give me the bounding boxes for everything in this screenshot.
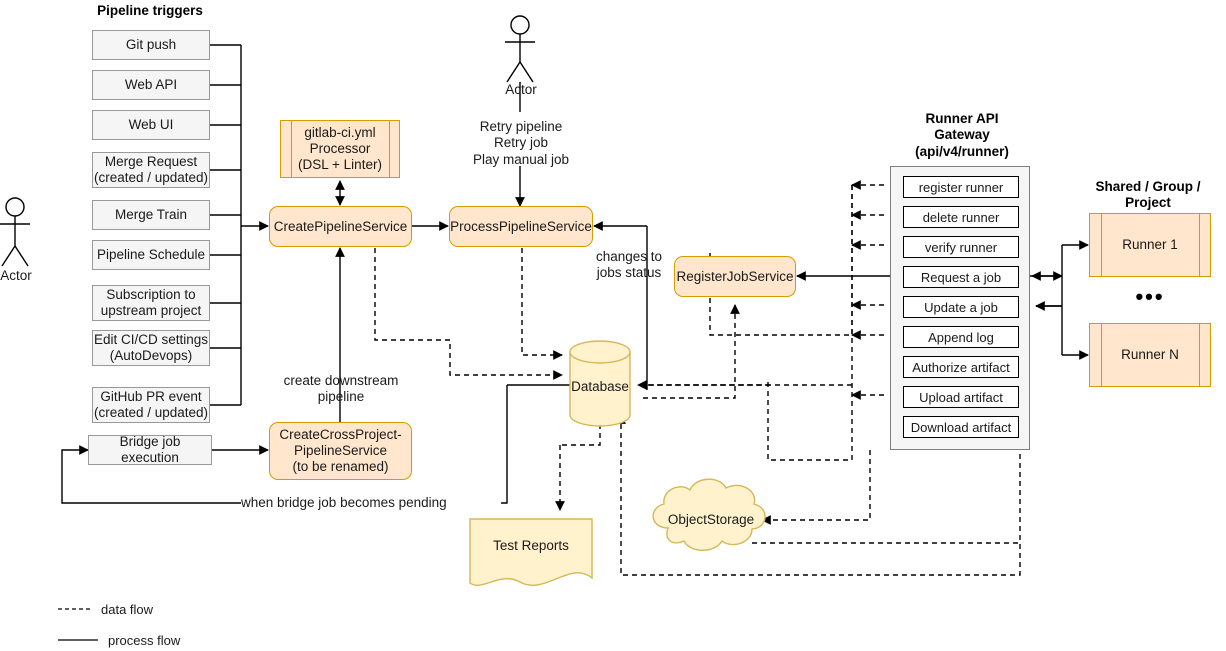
endpoint-upload-artifact[interactable]: Upload artifact (903, 386, 1019, 408)
endpoint-download-artifact[interactable]: Download artifact (903, 416, 1019, 438)
trigger-bridge-job-execution[interactable]: Bridge job execution (88, 434, 212, 465)
runner-1-label: Runner 1 (1122, 236, 1178, 252)
runner-n[interactable]: Runner N (1089, 323, 1211, 387)
component-bar-left (291, 121, 292, 177)
create-pipeline-service-label: CreatePipelineService (273, 218, 408, 234)
trigger-edit-cicd-settings[interactable]: Edit CI/CD settings (AutoDevops) (92, 330, 210, 366)
trigger-web-ui[interactable]: Web UI (92, 110, 210, 140)
endpoint-label: verify runner (924, 239, 998, 255)
component-bar-right (1199, 324, 1200, 386)
trigger-pipeline-schedule[interactable]: Pipeline Schedule (92, 240, 210, 270)
trigger-git-push[interactable]: Git push (92, 30, 210, 60)
process-pipeline-service-label: ProcessPipelineService (450, 218, 592, 234)
component-bar-left (1101, 324, 1102, 386)
component-bar-left (1101, 214, 1102, 276)
trigger-label: Merge Request (created / updated) (93, 154, 209, 185)
endpoint-register-runner[interactable]: register runner (903, 176, 1019, 198)
trigger-github-pr-event[interactable]: GitHub PR event (created / updated) (92, 387, 210, 423)
endpoint-request-a-job[interactable]: Request a job (903, 266, 1019, 288)
endpoint-update-a-job[interactable]: Update a job (903, 296, 1019, 318)
changes-to-jobs-status-label: changes to jobs status (595, 249, 663, 281)
component-bar-right (1199, 214, 1200, 276)
when-bridge-job-pending-label: when bridge job becomes pending (241, 495, 501, 512)
trigger-merge-request[interactable]: Merge Request (created / updated) (92, 152, 210, 188)
actor-top-label: Actor (505, 82, 537, 97)
endpoint-delete-runner[interactable]: delete runner (903, 206, 1019, 228)
endpoint-label: Update a job (924, 299, 998, 315)
database-label: Database (571, 379, 629, 394)
runner-api-gateway-panel: register runner delete runner verify run… (890, 166, 1030, 450)
endpoint-label: delete runner (922, 209, 1000, 225)
create-cross-project-pipeline-service[interactable]: CreateCrossProject- PipelineService (to … (269, 422, 412, 480)
create-downstream-pipeline-label: create downstream pipeline (283, 373, 399, 405)
trigger-label: Edit CI/CD settings (AutoDevops) (93, 332, 209, 363)
gitlab-ci-yml-processor[interactable]: gitlab-ci.yml Processor (DSL + Linter) (280, 120, 400, 178)
runner-api-gateway-title: Runner API Gateway (api/v4/runner) (915, 111, 1009, 159)
endpoint-label: Request a job (920, 269, 1002, 285)
trigger-label: Subscription to upstream project (100, 287, 202, 318)
create-cross-project-pipeline-service-label: CreateCrossProject- PipelineService (to … (279, 427, 402, 474)
trigger-label: Web API (124, 77, 178, 93)
trigger-merge-train[interactable]: Merge Train (92, 200, 210, 230)
trigger-label: Bridge job execution (119, 434, 181, 465)
actor-left-figure (0, 197, 30, 267)
test-reports-label: Test Reports (493, 538, 569, 553)
register-job-service[interactable]: RegisterJobService (674, 256, 796, 297)
process-pipeline-service[interactable]: ProcessPipelineService (449, 206, 593, 247)
trigger-label: Merge Train (114, 207, 188, 223)
retry-actions-label: Retry pipeline Retry job Play manual job (472, 119, 570, 167)
endpoint-label: Authorize artifact (912, 359, 1010, 375)
endpoint-authorize-artifact[interactable]: Authorize artifact (903, 356, 1019, 378)
endpoint-label: register runner (918, 179, 1004, 195)
object-storage-label: ObjectStorage (667, 512, 755, 527)
trigger-label: Pipeline Schedule (96, 247, 206, 263)
trigger-label: Git push (125, 37, 177, 53)
legend-process-flow-label: process flow (108, 633, 181, 648)
create-pipeline-service[interactable]: CreatePipelineService (269, 206, 412, 247)
legend-lines (58, 608, 98, 641)
legend-data-flow-label: data flow (101, 602, 154, 617)
endpoint-append-log[interactable]: Append log (903, 326, 1019, 348)
endpoint-label: Upload artifact (919, 389, 1003, 405)
component-bar-right (389, 121, 390, 177)
runner-n-label: Runner N (1121, 346, 1179, 362)
trigger-label: GitHub PR event (created / updated) (93, 389, 209, 420)
endpoint-verify-runner[interactable]: verify runner (903, 236, 1019, 258)
pipeline-triggers-heading: Pipeline triggers (97, 3, 203, 18)
runner-1[interactable]: Runner 1 (1089, 213, 1211, 277)
trigger-label: Web UI (128, 117, 174, 133)
trigger-subscription-upstream[interactable]: Subscription to upstream project (92, 285, 210, 321)
gitlab-ci-yml-processor-label: gitlab-ci.yml Processor (DSL + Linter) (298, 124, 382, 173)
endpoint-label: Append log (928, 329, 994, 345)
endpoint-label: Download artifact (910, 419, 1012, 435)
runners-ellipsis: ••• (1135, 284, 1165, 309)
trigger-web-api[interactable]: Web API (92, 70, 210, 100)
actor-top-figure (505, 15, 535, 83)
actor-left-label: Actor (0, 268, 32, 283)
register-job-service-label: RegisterJobService (676, 268, 794, 284)
